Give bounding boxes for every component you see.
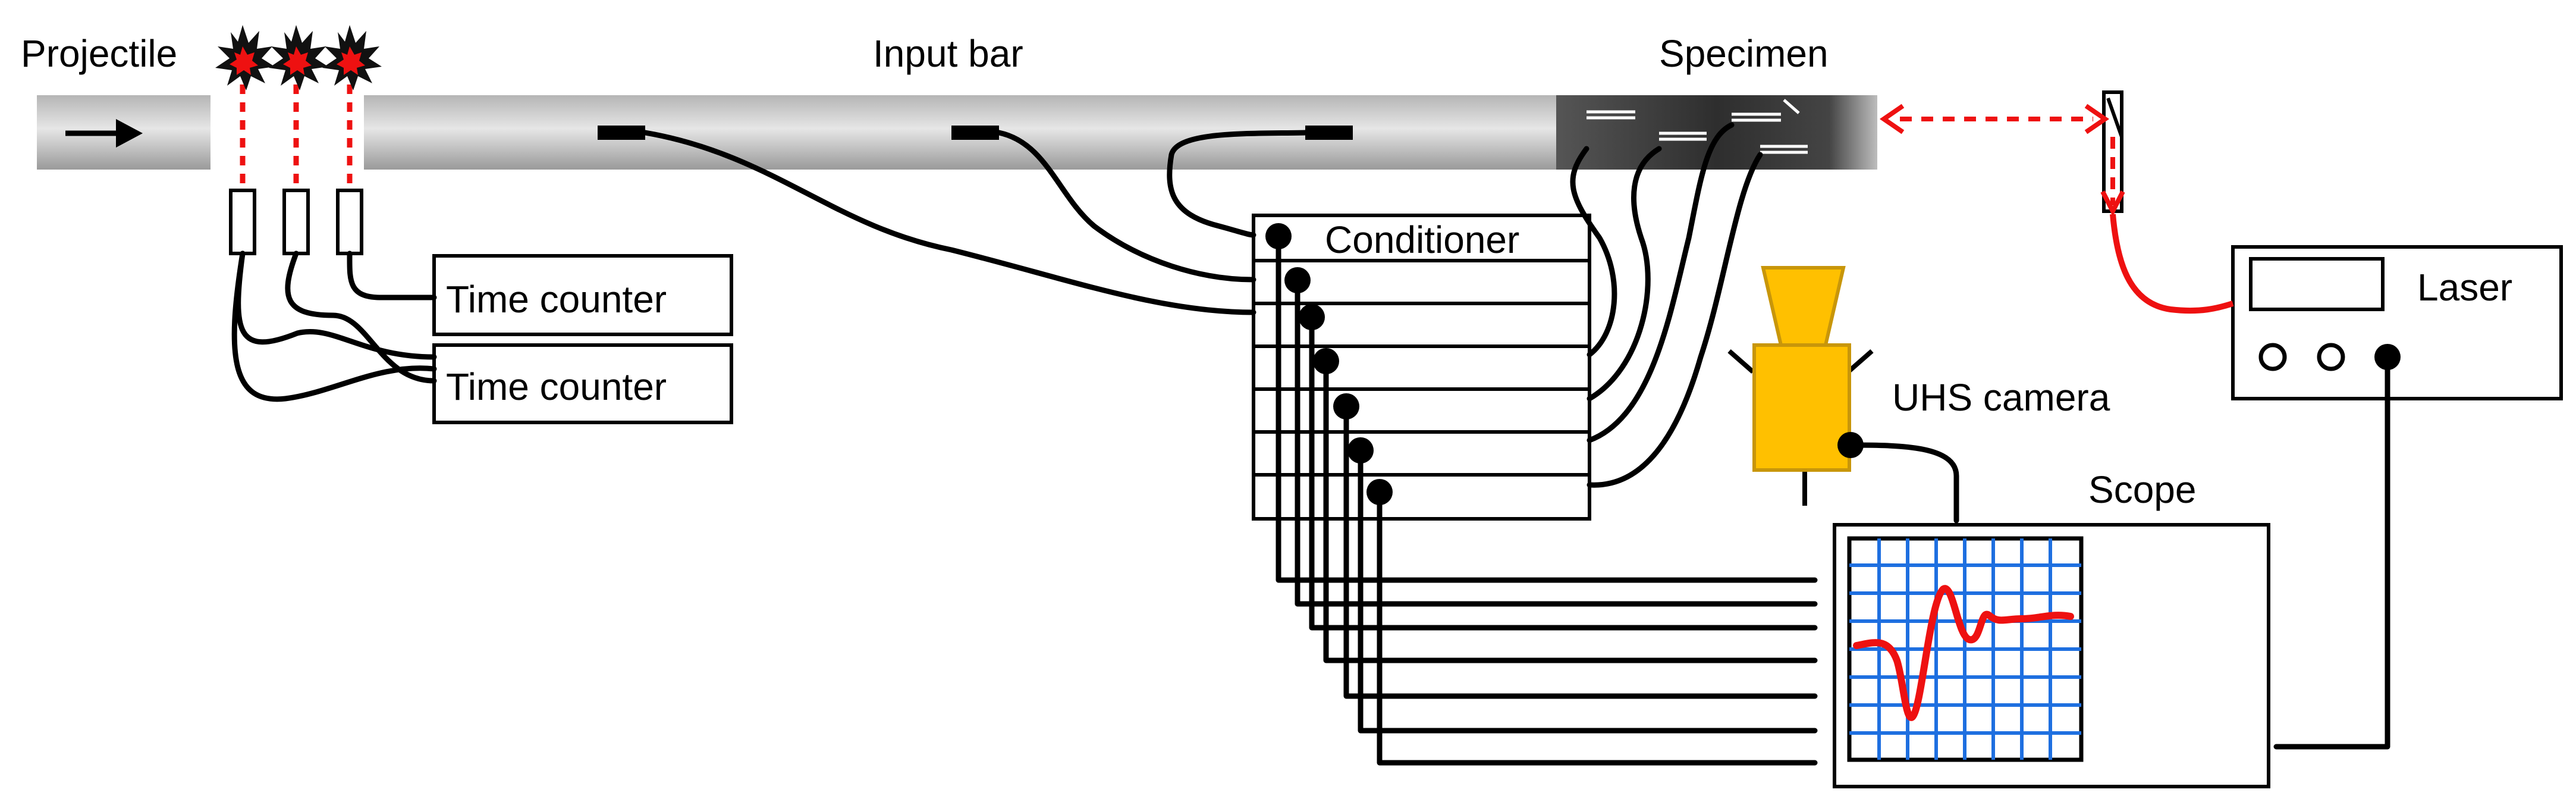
uhs-camera [1727, 266, 1874, 506]
scope-screen [1847, 536, 2084, 762]
time-counter-1-label: Time counter [446, 278, 667, 321]
light-gates [229, 67, 363, 255]
strain-gauge-1 [598, 126, 645, 140]
time-counter-1 [432, 254, 733, 336]
specimen [1556, 95, 1877, 170]
uhs-camera-label: UHS camera [1892, 376, 2110, 419]
specimen-label: Specimen [1659, 32, 1829, 75]
right-arrow-icon [65, 119, 143, 148]
laser-display [2249, 257, 2385, 311]
light-gate-2 [282, 67, 310, 255]
laser-mirror [2102, 90, 2123, 213]
laser-to-scope-wire [2273, 354, 2390, 750]
conditioner-output-wires [1276, 233, 1818, 766]
strain-gauge-2 [951, 126, 999, 140]
light-gate-1 [229, 67, 256, 255]
light-gate-wires [231, 250, 437, 402]
scope-label: Scope [2088, 468, 2196, 511]
laser-knob-1 [2258, 343, 2287, 371]
laser-knob-2 [2317, 343, 2345, 371]
starburst-icon [215, 25, 382, 90]
laser-label: Laser [2417, 266, 2512, 309]
conditioner-label: Conditioner [1325, 218, 1519, 261]
light-gate-3 [336, 67, 363, 255]
laser-beam [1879, 104, 2234, 314]
gauge-wires [642, 122, 1763, 488]
time-counter-2-label: Time counter [446, 365, 667, 408]
camera-to-scope-wire [1848, 442, 1959, 524]
projectile-label: Projectile [21, 32, 177, 75]
input-bar-label: Input bar [873, 32, 1023, 75]
time-counter-2 [432, 343, 733, 424]
specimen-strain-gauges [1587, 99, 1808, 154]
strain-gauge-3 [1305, 126, 1353, 140]
